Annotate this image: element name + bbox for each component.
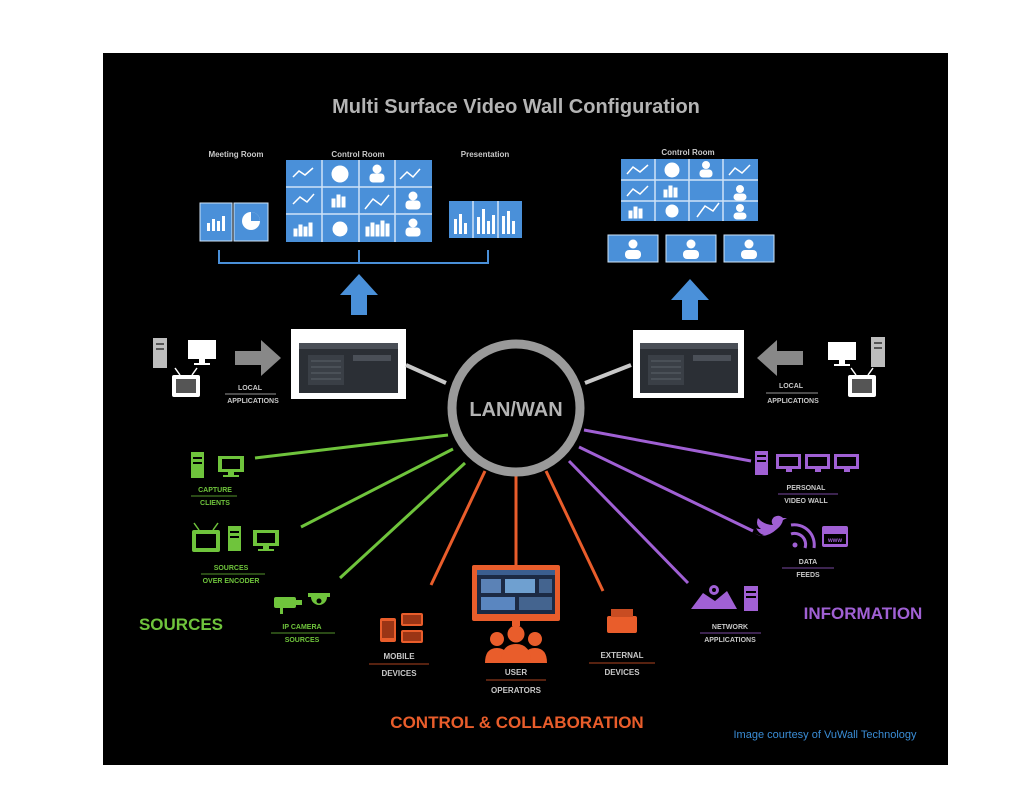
control-room-label-right: Control Room	[661, 148, 714, 157]
bird-icon	[754, 515, 787, 536]
diagram-title: Multi Surface Video Wall Configuration	[332, 96, 700, 118]
hub-label: LAN/WAN	[469, 399, 562, 421]
control-room-wall-right	[621, 159, 758, 221]
tower-icon	[153, 338, 167, 368]
meeting-room-wall	[199, 202, 269, 242]
capture-clients-label-1: CAPTURE	[198, 487, 232, 494]
external-devices-label-1: EXTERNAL	[600, 651, 643, 660]
left-arrow-icon	[757, 340, 803, 376]
rss-icon	[790, 523, 816, 549]
mobile-devices-label-2: DEVICES	[381, 669, 417, 678]
sources-over-encoder-label-1: SOURCES	[214, 565, 249, 572]
right-arrow-icon	[235, 340, 281, 376]
capture-clients: CAPTURE CLIENTS	[191, 452, 244, 507]
www-icon: www	[822, 526, 848, 547]
tv-icon	[172, 367, 200, 397]
local-applications-label-left-2: APPLICATIONS	[227, 398, 279, 405]
operator-monitor-icon	[472, 565, 560, 626]
personal-video-wall: PERSONAL VIDEO WALL	[755, 451, 859, 505]
spokes-orange	[429, 470, 605, 592]
external-devices: EXTERNAL DEVICES	[589, 609, 655, 677]
spokes-green	[254, 433, 467, 580]
dome-camera-icon	[308, 593, 330, 605]
tv-icon	[848, 367, 876, 397]
user-operators-label-2: OPERATORS	[491, 686, 542, 695]
left-wall-bracket	[218, 250, 489, 264]
local-applications-label-right-1: LOCAL	[779, 383, 804, 390]
meeting-room-label: Meeting Room	[208, 150, 263, 159]
user-operators-label-1: USER	[505, 668, 527, 677]
information-heading: INFORMATION	[804, 604, 923, 623]
users-icon	[485, 625, 547, 663]
left-server	[291, 329, 406, 399]
data-feeds-label-1: DATA	[799, 559, 817, 566]
map-icon	[691, 585, 737, 609]
network-applications: NETWORK APPLICATIONS	[691, 585, 761, 644]
image-credit: Image courtesy of VuWall Technology	[733, 729, 917, 741]
mobile-devices: MOBILE DEVICES	[369, 613, 429, 678]
external-devices-label-2: DEVICES	[604, 668, 640, 677]
data-feeds-label-2: FEEDS	[796, 572, 820, 579]
personal-video-wall-label-1: PERSONAL	[787, 485, 827, 492]
diagram-panel: Multi Surface Video Wall Configuration M…	[103, 53, 948, 765]
user-operators: USER OPERATORS	[472, 565, 560, 695]
right-up-arrow	[671, 279, 709, 320]
presentation-label: Presentation	[461, 150, 510, 159]
right-server-link	[584, 363, 632, 385]
network-applications-label-1: NETWORK	[712, 624, 748, 631]
capture-clients-label-2: CLIENTS	[200, 500, 230, 507]
sources-heading: SOURCES	[139, 615, 223, 634]
svg-text:www: www	[827, 538, 842, 544]
operator-screens-right	[607, 234, 775, 263]
diagram-canvas: Multi Surface Video Wall Configuration M…	[139, 96, 923, 741]
mobile-devices-label-1: MOBILE	[383, 652, 415, 661]
monitor-icon	[828, 342, 856, 366]
control-room-label-left: Control Room	[331, 150, 384, 159]
sources-over-encoder-label-2: OVER ENCODER	[203, 578, 260, 585]
left-up-arrow	[340, 274, 378, 315]
ip-camera-sources: IP CAMERA SOURCES	[271, 593, 335, 644]
lan-wan-hub: LAN/WAN	[447, 339, 585, 477]
ip-camera-label-1: IP CAMERA	[282, 624, 321, 631]
sources-over-encoder: SOURCES OVER ENCODER	[192, 522, 279, 585]
right-local-applications: LOCAL APPLICATIONS	[757, 337, 885, 405]
right-server	[633, 330, 744, 398]
control-collaboration-heading: CONTROL & COLLABORATION	[390, 713, 643, 732]
network-applications-label-2: APPLICATIONS	[704, 637, 756, 644]
left-local-applications: LOCAL APPLICATIONS	[153, 338, 281, 405]
right-video-wall: Control Room	[607, 148, 775, 320]
data-feeds: www DATA FEEDS	[754, 515, 848, 579]
spokes-purple	[567, 428, 754, 585]
control-room-wall-left	[286, 160, 432, 242]
local-applications-label-left-1: LOCAL	[238, 385, 263, 392]
ip-camera-label-2: SOURCES	[285, 637, 320, 644]
local-applications-label-right-2: APPLICATIONS	[767, 398, 819, 405]
tower-icon	[871, 337, 885, 367]
monitor-icon	[188, 340, 216, 365]
camera-icon	[274, 597, 302, 614]
left-video-wall: Meeting Room Control Room Presentation	[199, 150, 522, 315]
left-server-link	[405, 363, 447, 385]
personal-video-wall-label-2: VIDEO WALL	[784, 498, 828, 505]
presentation-wall	[449, 201, 522, 238]
